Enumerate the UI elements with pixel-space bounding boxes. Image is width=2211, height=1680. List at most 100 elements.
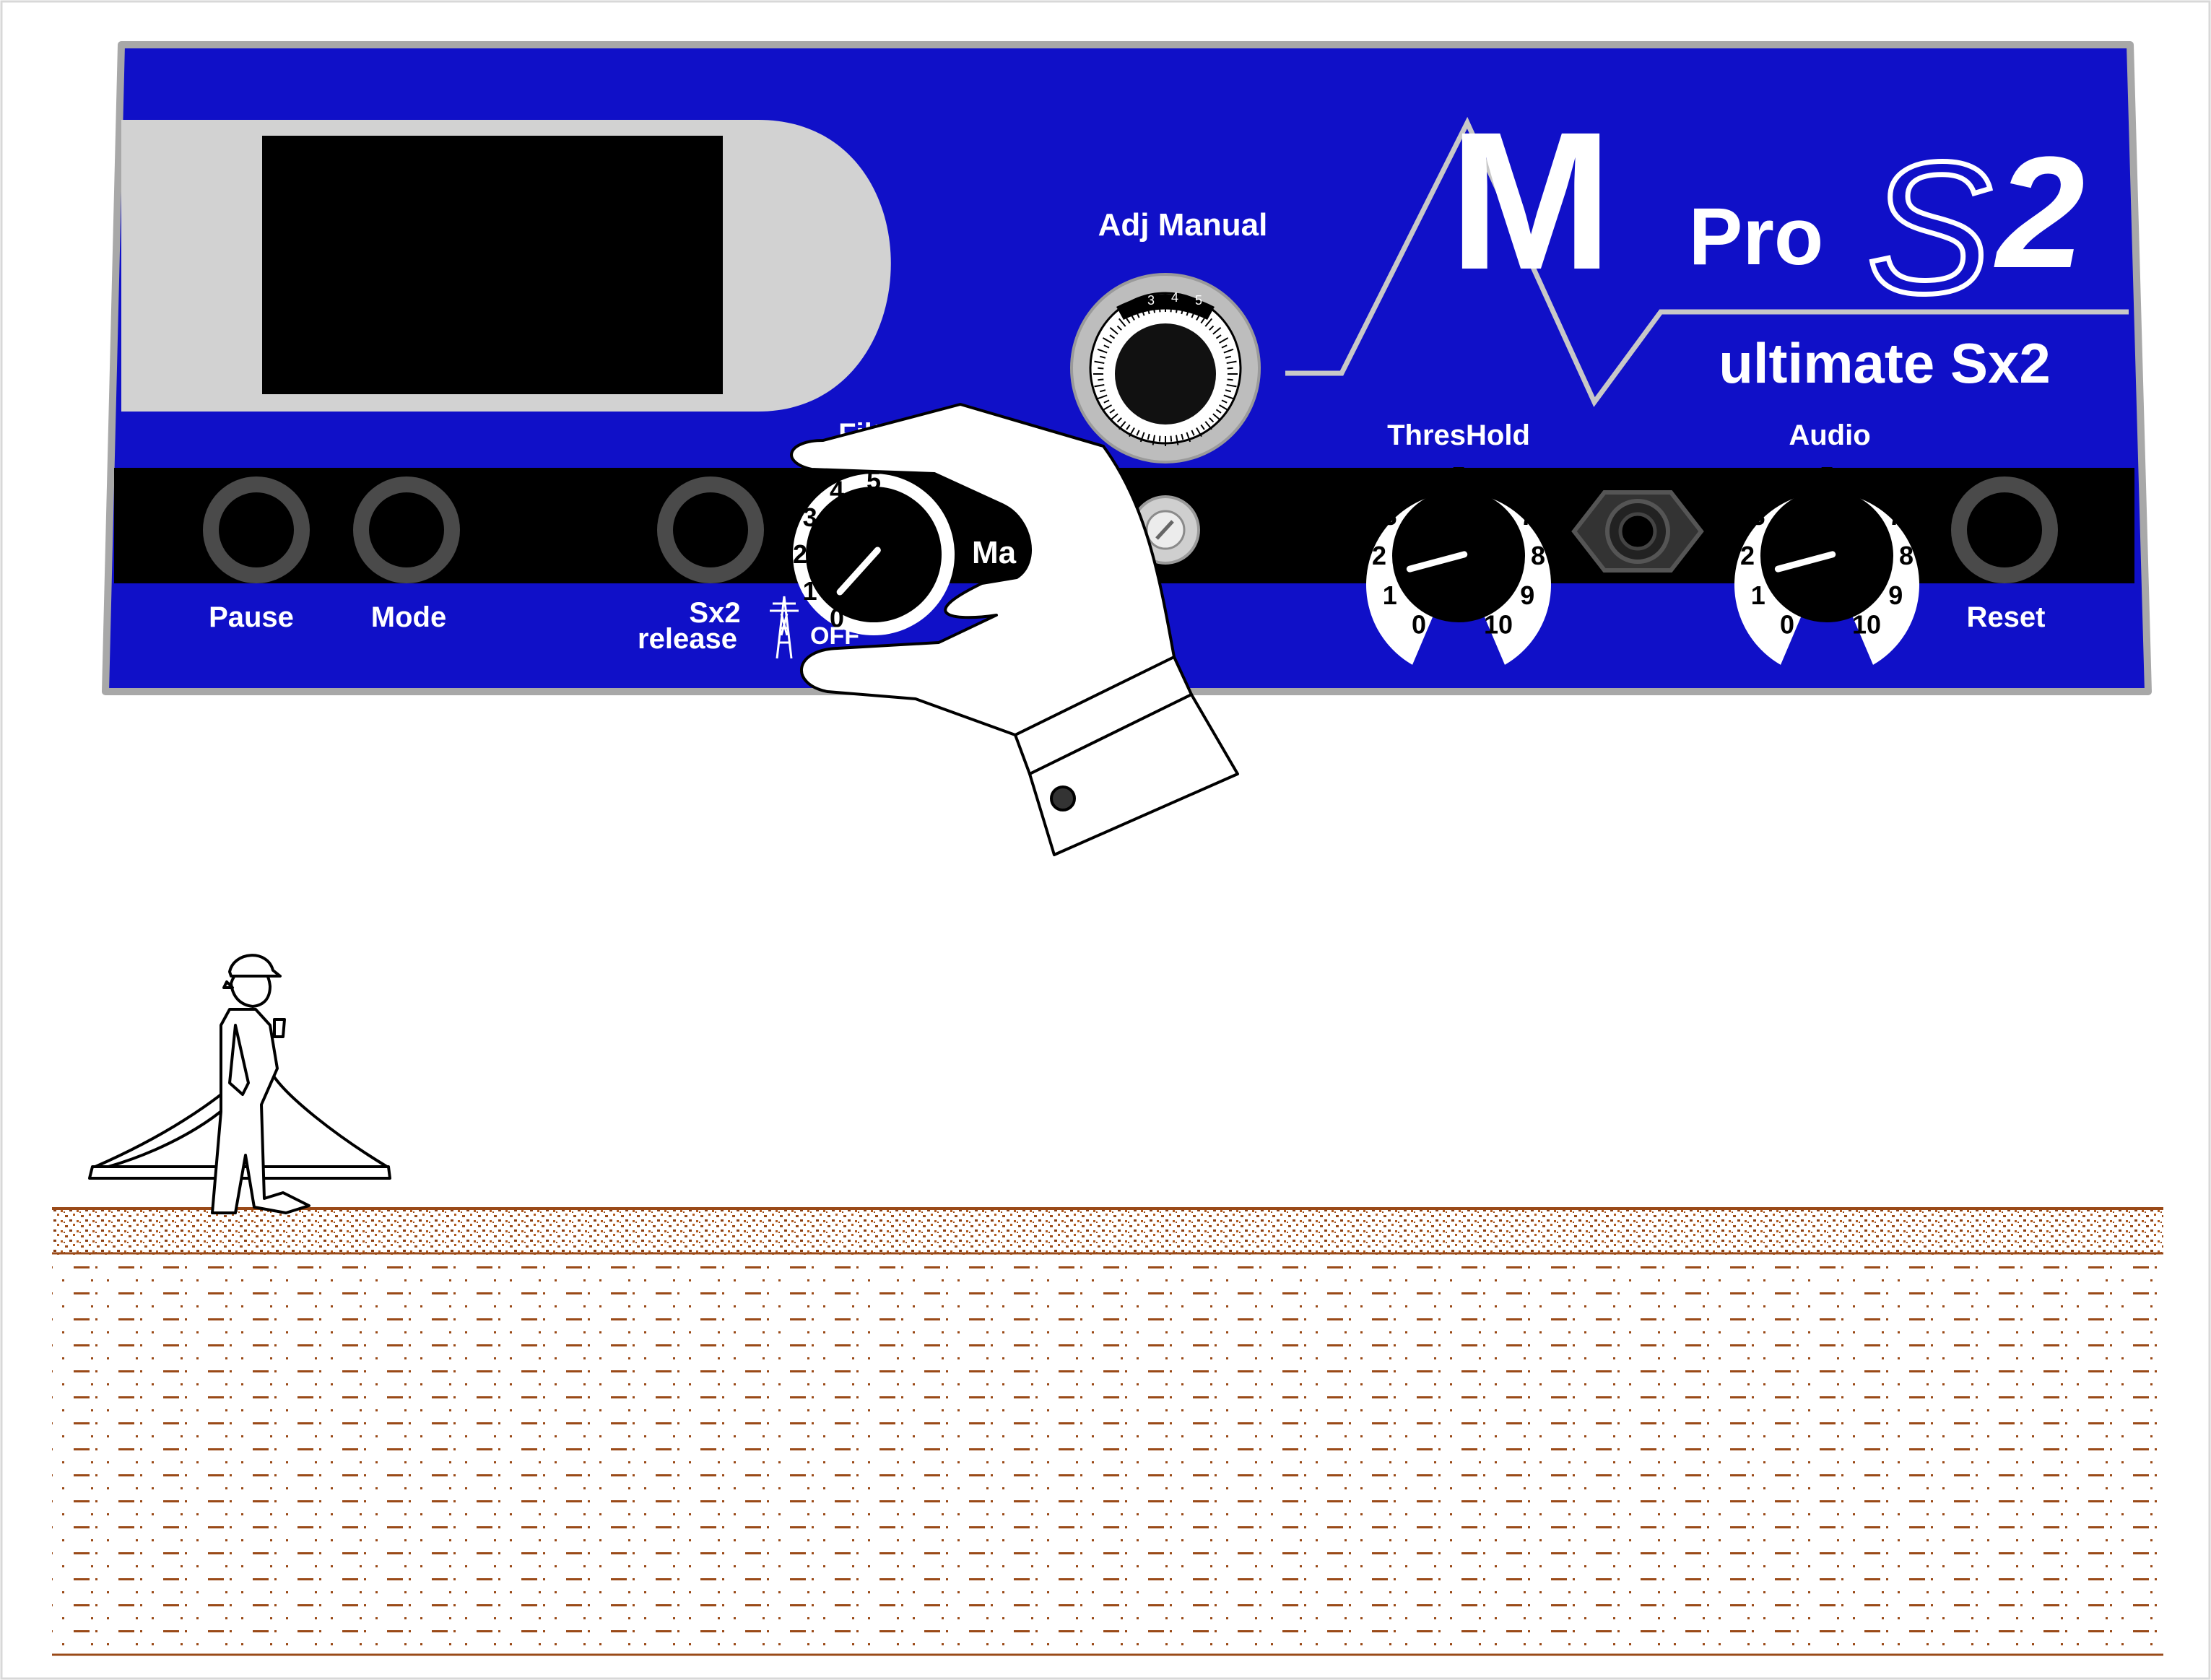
adj-dial-tick: [1209, 325, 1215, 331]
adj-dial-tick: [1223, 348, 1234, 354]
knob-scale-number: 9: [1520, 580, 1534, 610]
adj-dial-knob[interactable]: [1115, 323, 1216, 425]
adj-dial-tick: [1218, 337, 1229, 344]
adj-dial-tick: [1099, 389, 1106, 393]
knob-scale-number: 6: [1491, 472, 1506, 502]
logo-wave-line: [1285, 116, 2129, 407]
knob-scale-number: 3: [1383, 501, 1397, 531]
subsoil: [52, 1259, 2163, 1655]
sx2-release-label-line2: release: [638, 623, 737, 655]
adj-dial-tick: [1129, 427, 1135, 438]
adj-dial-tick: [1225, 355, 1232, 359]
adj-dial-tick: [1103, 344, 1110, 349]
hex-jack-icon[interactable]: [1571, 490, 1704, 573]
manual-label-fragment: Ma: [972, 535, 1017, 570]
adj-dial-tick: [1191, 430, 1195, 436]
knob-scale-number: 0: [1412, 609, 1426, 639]
adj-dial-tick: [1116, 325, 1122, 331]
knob-scale-number: 2: [793, 539, 807, 569]
adj-dial-tick: [1221, 399, 1228, 404]
knob-scale-number: 4: [1780, 472, 1794, 502]
adj-dial-tick: [1126, 424, 1131, 430]
adj-dial-tick: [1109, 409, 1116, 414]
reset-button[interactable]: [1951, 476, 2058, 583]
off-label-fragment: OFF: [810, 622, 859, 650]
adj-dial-tick: [1204, 421, 1213, 430]
adj-dial-tick: [1204, 318, 1213, 327]
knob-scale-number: 6: [1859, 472, 1874, 502]
filter-knob-pointer: [836, 547, 881, 596]
adj-dial-tick: [1094, 383, 1105, 388]
audio-label: Audio: [1789, 419, 1870, 451]
knob-scale-number: 3: [1751, 501, 1765, 531]
knob-scale-number: 7: [1520, 501, 1534, 531]
logo-m: M: [1449, 91, 1613, 310]
adj-dial-tick: [1099, 355, 1106, 359]
threshold-knob-pointer: [1406, 551, 1468, 573]
topsoil: [52, 1207, 2163, 1255]
adj-dial-digit-5: 5: [1195, 293, 1202, 308]
knob-scale-number: 9: [1888, 580, 1903, 610]
adj-dial-tick: [1170, 435, 1173, 442]
mode-button[interactable]: [353, 476, 460, 583]
adj-dial-tick: [1109, 413, 1118, 422]
knob-scale-number: 2: [1372, 541, 1386, 570]
knob-scale-number: 8: [1531, 541, 1545, 570]
adj-dial-tick: [1215, 409, 1222, 414]
adj-dial-tick: [1226, 360, 1237, 365]
adj-dial-tick: [1102, 404, 1113, 411]
adj-dial-tick: [1098, 367, 1104, 370]
adj-dial-tick: [1152, 435, 1156, 445]
adj-dial-tick: [1225, 389, 1232, 393]
adj-dial-tick: [1118, 421, 1126, 430]
adj-manual-dial[interactable]: 3 4 5: [1070, 273, 1261, 463]
adj-dial-tick: [1118, 318, 1126, 327]
mode-label: Mode: [371, 601, 446, 633]
threshold-label: ThresHold: [1387, 419, 1530, 451]
adj-dial-tick: [1097, 394, 1108, 400]
knob-scale-number: 2: [1740, 541, 1755, 570]
knob-scale-number: 0: [1780, 609, 1794, 639]
knob-scale-number: 4: [1412, 472, 1426, 502]
hand-pointer-icon: [790, 403, 1239, 856]
adj-dial-tick: [1102, 337, 1113, 344]
display-screen: [262, 136, 723, 394]
adj-dial-digit-4: 4: [1171, 290, 1178, 305]
adj-dial-tick: [1200, 424, 1205, 430]
knob-scale-number: 5: [1451, 461, 1466, 491]
adj-dial-tick: [1209, 417, 1215, 423]
pause-button[interactable]: [203, 476, 310, 583]
knob-scale-number: 7: [1888, 501, 1903, 531]
person-with-detector-icon: [88, 954, 391, 1214]
adj-dial-tick: [1139, 432, 1145, 443]
adj-dial-tick: [1094, 360, 1105, 365]
logo-s: S: [1867, 123, 1991, 333]
adj-dial-tick: [1109, 326, 1118, 335]
adj-dial-tick: [1196, 427, 1202, 438]
adj-dial-tick: [1126, 318, 1131, 324]
adj-dial-tick: [1103, 399, 1110, 404]
audio-knob-pointer: [1774, 551, 1836, 573]
adj-manual-label: Adj Manual: [1098, 207, 1268, 243]
knob-scale-number: 8: [1899, 541, 1914, 570]
adj-dial-tick: [1212, 413, 1222, 422]
adj-dial-tick: [1147, 433, 1150, 440]
adj-dial-tick: [1098, 378, 1104, 381]
adj-dial-tick: [1175, 435, 1179, 445]
logo-subtitle: ultimate Sx2: [1719, 331, 2051, 395]
adj-dial-tick: [1116, 417, 1122, 423]
sx2-release-button[interactable]: [657, 476, 764, 583]
adj-dial-tick: [1186, 432, 1191, 443]
power-tower-icon: [770, 596, 799, 659]
reset-label: Reset: [1967, 601, 2046, 633]
adj-dial-window: [1116, 294, 1215, 320]
adj-dial-digit-3: 3: [1147, 293, 1155, 308]
adj-dial-tick: [1215, 334, 1222, 339]
control-panel: M Pro S 2 ultimate Sx2 Adj Manual 3 4 5 …: [102, 41, 2152, 695]
